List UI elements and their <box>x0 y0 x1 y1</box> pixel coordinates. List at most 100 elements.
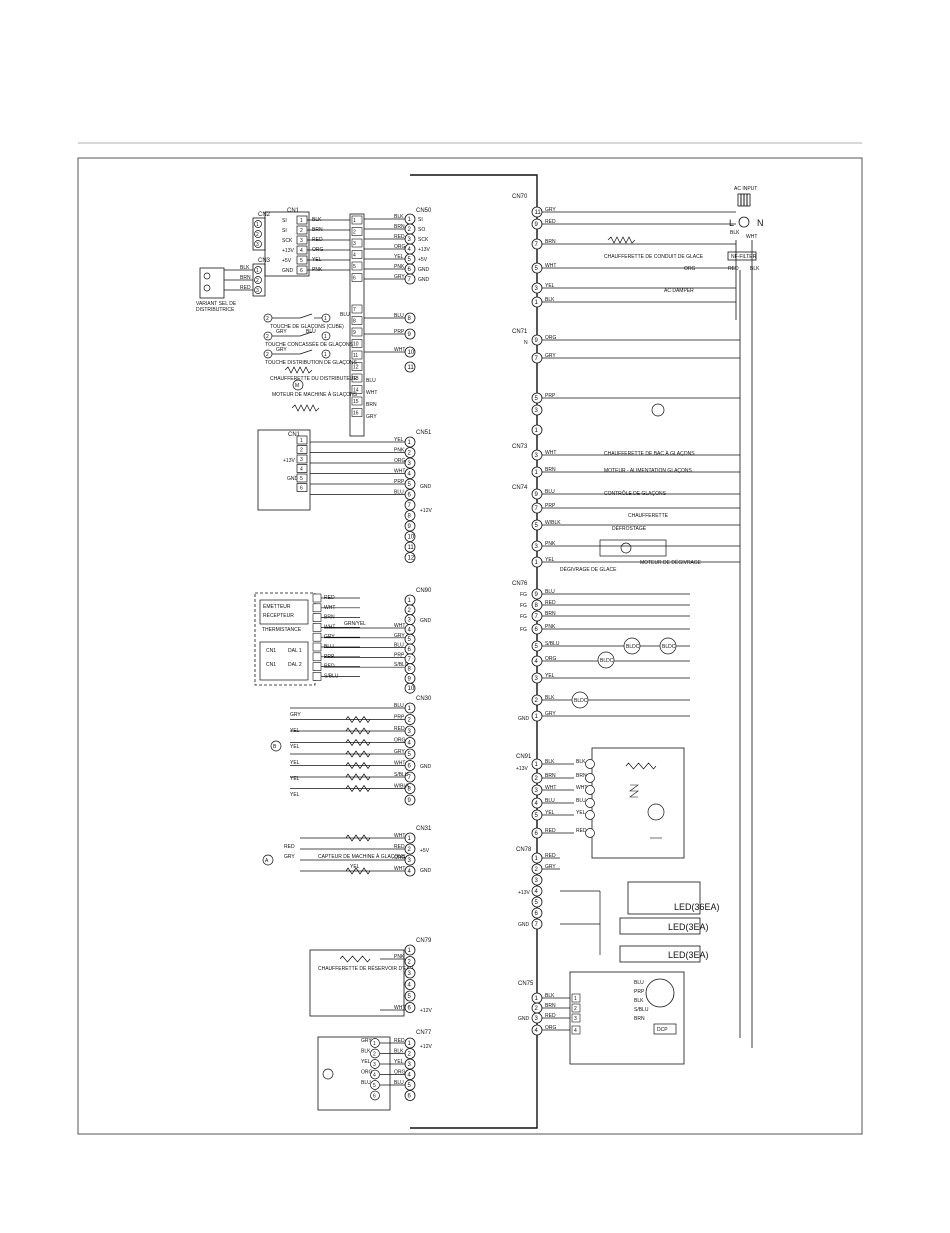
cn1top-pin-label-2: 3 <box>300 238 303 244</box>
resistor <box>345 750 371 758</box>
cn75-mid-pin-2 <box>571 1013 581 1023</box>
cn91-right-wire-1: BRN <box>576 773 587 779</box>
cn77-pin-3-label: 4 <box>408 1073 412 1079</box>
cn2-pin-3: 3 <box>256 242 259 248</box>
relay-pin-0 <box>351 215 363 225</box>
cn90-right-wire-0: WHT <box>394 623 405 629</box>
cn78-wire-0: RED <box>545 853 556 859</box>
sensor-cn-b: CN1 <box>266 662 276 668</box>
cn74-wire-1: PRP <box>545 503 556 509</box>
cn78-gnd: GND <box>518 922 530 928</box>
cn76-pin-0-label: 9 <box>535 592 539 598</box>
cn75-pin-2-label: 3 <box>535 1016 539 1022</box>
variant-line2: DISTRIBUTRICE <box>196 307 235 313</box>
cn51-pin-9 <box>404 531 416 542</box>
cn30-wire-7: W/BLK <box>394 784 410 790</box>
cn74-wire-2: W/BLK <box>545 520 561 526</box>
cn51-gnd: GND <box>420 484 432 490</box>
cn74-pin-0-label: 9 <box>535 492 539 498</box>
cn31-left-yel: YEL <box>350 864 360 870</box>
cn75-pin-3-label: 4 <box>535 1028 539 1034</box>
cn75-wire-2: RED <box>545 1013 556 1019</box>
cn77-pin-2-label: 3 <box>408 1062 412 1068</box>
cn75-pump <box>645 978 675 1008</box>
cn91-right-pin-0 <box>585 759 595 769</box>
cn79-pin-5 <box>404 1002 416 1013</box>
cn79-pin-4 <box>404 990 416 1002</box>
rel-blu: BLU <box>366 378 376 384</box>
cn51-wire-5: BLU <box>394 490 404 496</box>
bldc-label-3: BLDC <box>574 698 588 704</box>
cn90-right-wire-1: GRY <box>394 633 405 639</box>
cn30-wire-3: ORG <box>394 738 406 744</box>
cn91-pin-3-label: 4 <box>535 801 539 807</box>
cn1mid-pin-label-0: 1 <box>300 438 303 444</box>
sensor-row1: ÉMETTEUR <box>263 603 291 610</box>
cn90-title: CN90 <box>416 588 432 594</box>
cn77-left-wire-2: YEL <box>361 1059 371 1065</box>
cn91-right-pin-2 <box>585 785 595 795</box>
cn50-pin-7-label: 8 <box>408 316 412 322</box>
cn1top-pin-label-0: 1 <box>300 218 303 224</box>
resistor <box>345 834 371 842</box>
cn79-pin-2-label: 3 <box>408 971 412 977</box>
sw-cube-label: TOUCHE DE GLAÇONS (CUBE) <box>270 324 344 330</box>
cn30-pin-0-label: 1 <box>408 706 412 712</box>
cn50-pin-4-label: 5 <box>408 257 412 263</box>
relay-pin-label-2: 3 <box>353 241 356 247</box>
cn90-block: CN90 GND GRN/YEL 12345678910REDWHTBRNWHT… <box>312 588 432 694</box>
cn90-left-pin-4 <box>312 632 322 642</box>
cn51-pin-6-label: 7 <box>408 503 412 509</box>
led-group: LED(36EA) LED(3EA) LED(3EA) <box>619 881 720 963</box>
cn50-wire-6: GRY <box>394 274 405 280</box>
cn50-title: CN50 <box>416 208 432 214</box>
relay-pin-10 <box>351 350 363 360</box>
cn1-mid-gnd: GND <box>287 476 299 482</box>
sw-water-label: TOUCHE DISTRIBUTION DE GLAÇONS <box>265 360 358 366</box>
sw-crushed-right: 1 <box>324 334 327 340</box>
cn74-title: CN74 <box>512 485 528 491</box>
cn31-wire-2: ORG <box>394 855 406 861</box>
resistor <box>345 761 371 770</box>
cn78-pin-0-label: 1 <box>535 856 539 862</box>
cn91-wire-5: RED <box>545 828 556 834</box>
cn3-wire-1: BRN <box>240 275 251 281</box>
cn77-left-pin-label-1: 2 <box>373 1052 376 1058</box>
cn3-wire-2: RED <box>240 285 251 291</box>
cn3-pin-2 <box>254 286 262 294</box>
relay-pin-5 <box>351 273 363 282</box>
cn74-l1: CONTRÔLE DE GLAÇONS <box>604 490 667 497</box>
cn30-block: CN30 GND B 1BLU2PRP3RED4ORG5GRY6WHT7S/BL… <box>270 696 432 806</box>
sw-cube-right: 1 <box>324 316 327 322</box>
cn91-right-pin-5 <box>585 828 595 838</box>
cn70-pin-2-label: 7 <box>535 242 539 248</box>
cn78-13v: +13V <box>518 890 530 896</box>
cn76-pin-7-label: 2 <box>535 698 539 704</box>
cn77-wire-3: ORG <box>394 1070 406 1076</box>
cn1mid-pin-0 <box>296 435 308 445</box>
relay-pin-label-7: 8 <box>353 319 356 325</box>
cn30-gnd: GND <box>420 764 432 770</box>
cn3-pin-label-2: 3 <box>256 288 259 294</box>
cn71-pin-4 <box>531 424 543 436</box>
relay-pin-label-3: 4 <box>353 253 356 259</box>
cn31-block: CN31 +5V GND CAPTEUR DE MACHINE À GLAÇON… <box>262 826 432 877</box>
cn90-left-pin-2 <box>312 613 322 622</box>
cn51-pin-11-label: 12 <box>408 556 415 562</box>
cn30-pin-6-label: 7 <box>408 775 412 781</box>
cn50-wire-4: YEL <box>394 254 404 260</box>
cn77-left-pin-5 <box>370 1090 380 1101</box>
cn91-damper <box>647 803 665 821</box>
relay-pin-label-15: 16 <box>353 411 359 417</box>
cn79-pin-1-label: 2 <box>408 960 412 966</box>
cn70-wire-0: GRY <box>545 207 556 213</box>
cn75-mid-pin-label-3: 4 <box>574 1028 577 1034</box>
cn1top-sig-2: SCK <box>282 238 293 244</box>
cn30-wire-4: GRY <box>394 749 405 755</box>
cn76-wire-1: RED <box>545 600 556 606</box>
cn91-pin-2-label: 3 <box>535 788 539 794</box>
cn71-pin-3 <box>531 404 543 416</box>
